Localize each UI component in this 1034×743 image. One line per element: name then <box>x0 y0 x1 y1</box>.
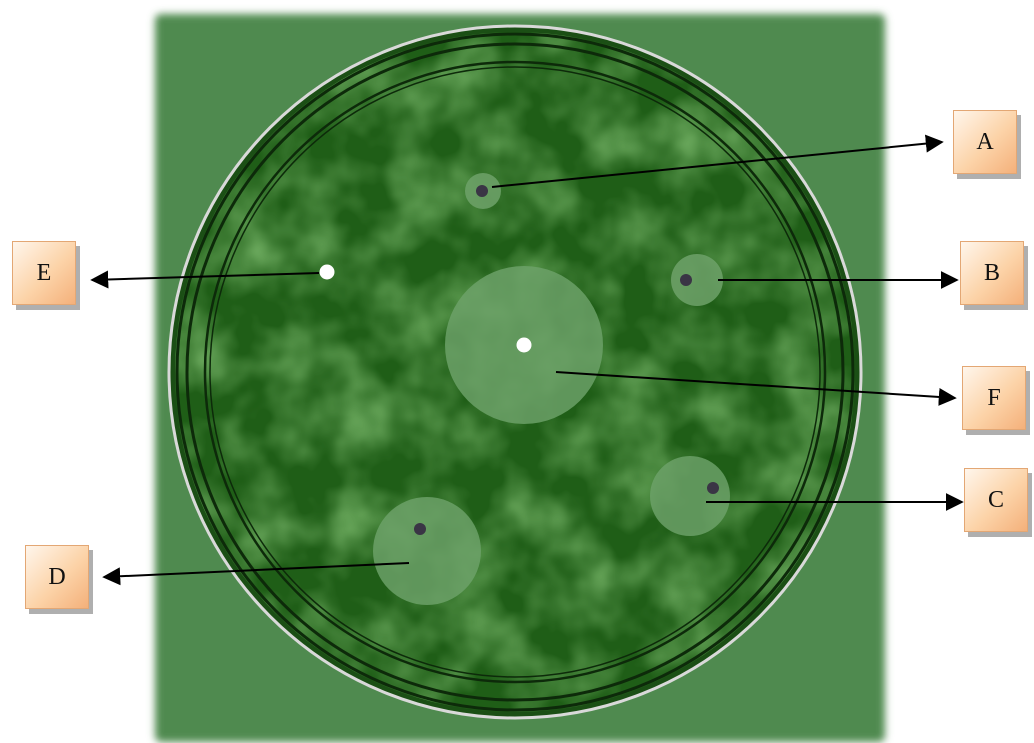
label-e: E <box>12 241 76 305</box>
label-c: C <box>964 468 1028 532</box>
label-a-text: A <box>976 129 993 156</box>
label-f: F <box>962 366 1026 430</box>
disc-c <box>707 482 719 494</box>
label-b-text: B <box>984 260 1000 287</box>
disc-e <box>320 265 335 280</box>
label-b: B <box>960 241 1024 305</box>
label-a: A <box>953 110 1017 174</box>
disc-f <box>517 338 532 353</box>
label-e-text: E <box>37 260 52 287</box>
inhibition-zone-c <box>650 456 730 536</box>
label-d: D <box>25 545 89 609</box>
inhibition-zone-d <box>373 497 481 605</box>
disc-d <box>414 523 426 535</box>
label-f-text: F <box>987 385 1000 412</box>
label-c-text: C <box>988 487 1004 514</box>
label-d-text: D <box>48 564 65 591</box>
inhibition-zone-b <box>671 254 723 306</box>
disc-b <box>680 274 692 286</box>
disc-a <box>476 185 488 197</box>
